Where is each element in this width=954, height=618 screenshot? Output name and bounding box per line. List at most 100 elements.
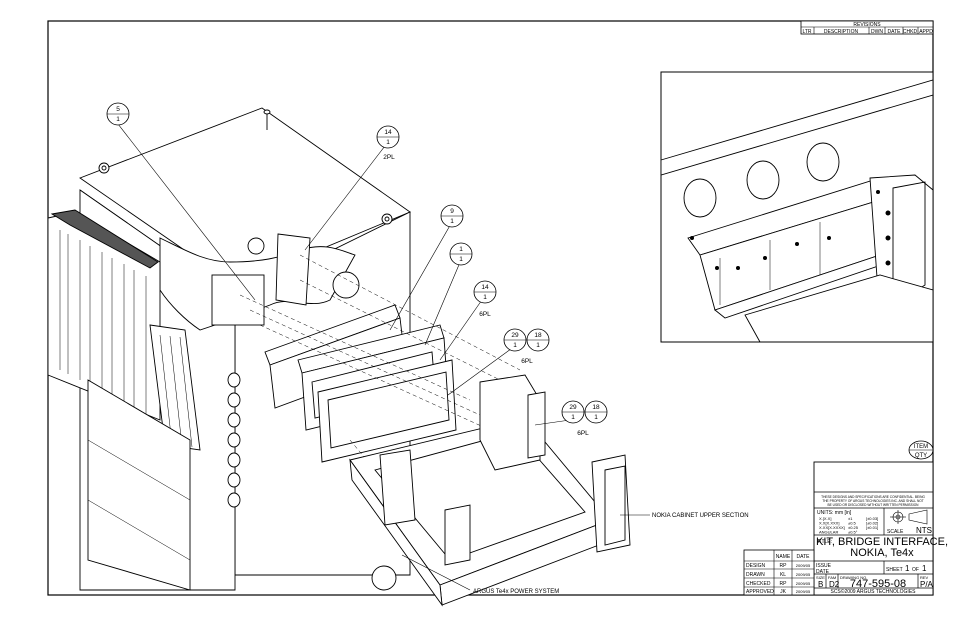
- rev-value: P/A: [920, 580, 934, 589]
- svg-text:14: 14: [481, 284, 489, 291]
- approval-name-approved: JK: [780, 589, 787, 595]
- exploded-assembly-view: [47, 107, 631, 607]
- svg-text:9: 9: [450, 208, 454, 215]
- svg-text:1: 1: [459, 246, 463, 253]
- approval-date-drawn: 2009/05: [796, 572, 811, 577]
- tol-label-2: X.X[X.XXX]: [819, 521, 839, 526]
- svg-text:29: 29: [511, 332, 519, 339]
- detail-view: [660, 71, 934, 343]
- svg-text:1: 1: [536, 342, 540, 349]
- tol-inch-1: [±0.03]: [866, 516, 878, 521]
- confidential-line-2: THE PROPERTY OF ARGUS TECHNOLOGIES INC. …: [822, 499, 923, 503]
- drawing-title-line-2: NOKIA, Te4x: [850, 547, 914, 559]
- drawing-number: 747-595-08: [850, 578, 906, 590]
- sheet-number: 1: [905, 564, 910, 573]
- balloon-item-18-lower: 18 1 6PL: [577, 400, 608, 437]
- date-label: DATE: [816, 569, 830, 575]
- callout-argus-power-system: ARGUS Te4x POWER SYSTEM: [473, 589, 559, 595]
- revisions-title: REVISIONS: [853, 22, 881, 28]
- svg-text:6PL: 6PL: [521, 358, 533, 365]
- svg-text:1: 1: [483, 294, 487, 301]
- tol-label-3: X.XX[X.XXXX]: [819, 525, 845, 530]
- drawing-no-label: DRAWING NO.: [840, 575, 867, 580]
- revisions-block: REVISIONS LTR DESCRIPTION DWN DATE CHKD …: [800, 20, 934, 35]
- sheet-of-label: OF: [912, 567, 919, 573]
- third-angle-projection-symbol: [890, 509, 928, 525]
- svg-text:QTY: QTY: [915, 453, 927, 459]
- approval-date-checked: 2009/05: [796, 581, 811, 586]
- confidential-line-1: THESE DESIGNS AND SPECIFICATIONS ARE CON…: [821, 495, 925, 499]
- balloon-item-1: 1 1: [449, 242, 473, 266]
- rev-col-date: DATE: [888, 29, 902, 35]
- balloon-item-14-mid: 14 1 6PL: [473, 280, 497, 318]
- svg-text:6PL: 6PL: [577, 430, 589, 437]
- tol-inch-2: [±0.02]: [866, 521, 878, 526]
- tol-value-4: ±0.5°: [848, 530, 858, 535]
- approval-role-design: DESIGN: [746, 563, 766, 569]
- svg-text:14: 14: [384, 129, 392, 136]
- sheet-label: SHEET: [886, 567, 903, 573]
- tol-value-3: ±0.25: [848, 525, 859, 530]
- issue-label: ISSUE: [816, 563, 832, 569]
- svg-text:1: 1: [594, 414, 598, 421]
- rev-col-dwn: DWN: [871, 29, 883, 35]
- fam-label: FAM: [828, 575, 836, 580]
- approval-role-approved: APPROVED: [746, 589, 774, 595]
- balloon-item-29-upper: 29 1: [503, 328, 527, 352]
- fam-value: D2: [829, 580, 840, 589]
- tol-label-1: X.[X.X]: [819, 516, 831, 521]
- balloon-item-18-upper: 18 1 6PL: [521, 328, 550, 365]
- svg-text:1: 1: [513, 342, 517, 349]
- tol-value-2: ±0.5: [848, 521, 857, 526]
- svg-text:6PL: 6PL: [479, 311, 491, 318]
- units-label: UNITS: mm [in]: [817, 510, 852, 516]
- svg-text:18: 18: [534, 332, 542, 339]
- approvals-table: NAME DATE DESIGN RP 2009/05 DRAWN KL 200…: [743, 549, 815, 596]
- svg-text:1: 1: [459, 256, 463, 263]
- rev-col-chkd: CHKD: [903, 29, 918, 35]
- approval-name-drawn: KL: [780, 572, 786, 578]
- svg-text:18: 18: [592, 404, 600, 411]
- balloon-item-14-top: 14 1 2PL: [376, 125, 400, 161]
- approval-name-design: RP: [780, 563, 788, 569]
- scale-label: SCALE: [887, 529, 904, 535]
- title-label: TITLE:: [817, 539, 832, 545]
- sheet-total: 1: [922, 564, 927, 573]
- tol-label-4: ANGULAR: [819, 530, 838, 535]
- svg-text:5: 5: [116, 106, 120, 113]
- tol-inch-3: [±0.01]: [866, 525, 878, 530]
- item-balloons: 5 1 14 1 2PL 9 1 1 1 14 1 6PL: [106, 102, 608, 437]
- svg-text:ITEM: ITEM: [914, 444, 928, 450]
- scale-value: NTS: [916, 526, 932, 535]
- approval-role-checked: CHECKED: [746, 581, 771, 587]
- size-value: B: [818, 580, 823, 589]
- callout-nokia-cabinet: NOKIA CABINET UPPER SECTION: [652, 513, 749, 519]
- rev-label: REV: [920, 575, 929, 580]
- svg-text:1: 1: [450, 218, 454, 225]
- rev-col-ltr: LTR: [802, 29, 811, 35]
- confidential-line-3: BE USED OR DISCLOSED WITHOUT WRITTEN PER…: [828, 503, 920, 507]
- svg-text:2PL: 2PL: [383, 154, 395, 161]
- item-qty-legend: ITEM QTY: [908, 440, 934, 460]
- balloon-item-5: 5 1: [106, 102, 130, 126]
- rev-col-description: DESCRIPTION: [824, 29, 859, 35]
- tol-value-1: ±1: [848, 516, 853, 521]
- drawing-title-line-1: KIT, BRIDGE INTERFACE,: [816, 536, 948, 548]
- svg-text:29: 29: [569, 404, 577, 411]
- approvals-col-date: DATE: [797, 554, 811, 560]
- size-label: SIZE: [816, 575, 825, 580]
- copyright: SCS©2009 ARGUS TECHNOLOGIES: [830, 588, 916, 595]
- rev-col-appd: APPD: [919, 29, 933, 35]
- approval-date-approved: 2009/05: [796, 589, 811, 594]
- balloon-item-9: 9 1: [440, 204, 464, 228]
- balloon-item-29-lower: 29 1: [561, 400, 585, 424]
- approvals-col-name: NAME: [776, 554, 791, 560]
- approval-date-design: 2009/05: [796, 563, 811, 568]
- svg-text:1: 1: [571, 414, 575, 421]
- approval-name-checked: RP: [780, 581, 788, 587]
- leader-lines: [117, 123, 650, 591]
- title-block: THESE DESIGNS AND SPECIFICATIONS ARE CON…: [813, 461, 948, 596]
- svg-text:1: 1: [116, 116, 120, 123]
- svg-text:1: 1: [386, 139, 390, 146]
